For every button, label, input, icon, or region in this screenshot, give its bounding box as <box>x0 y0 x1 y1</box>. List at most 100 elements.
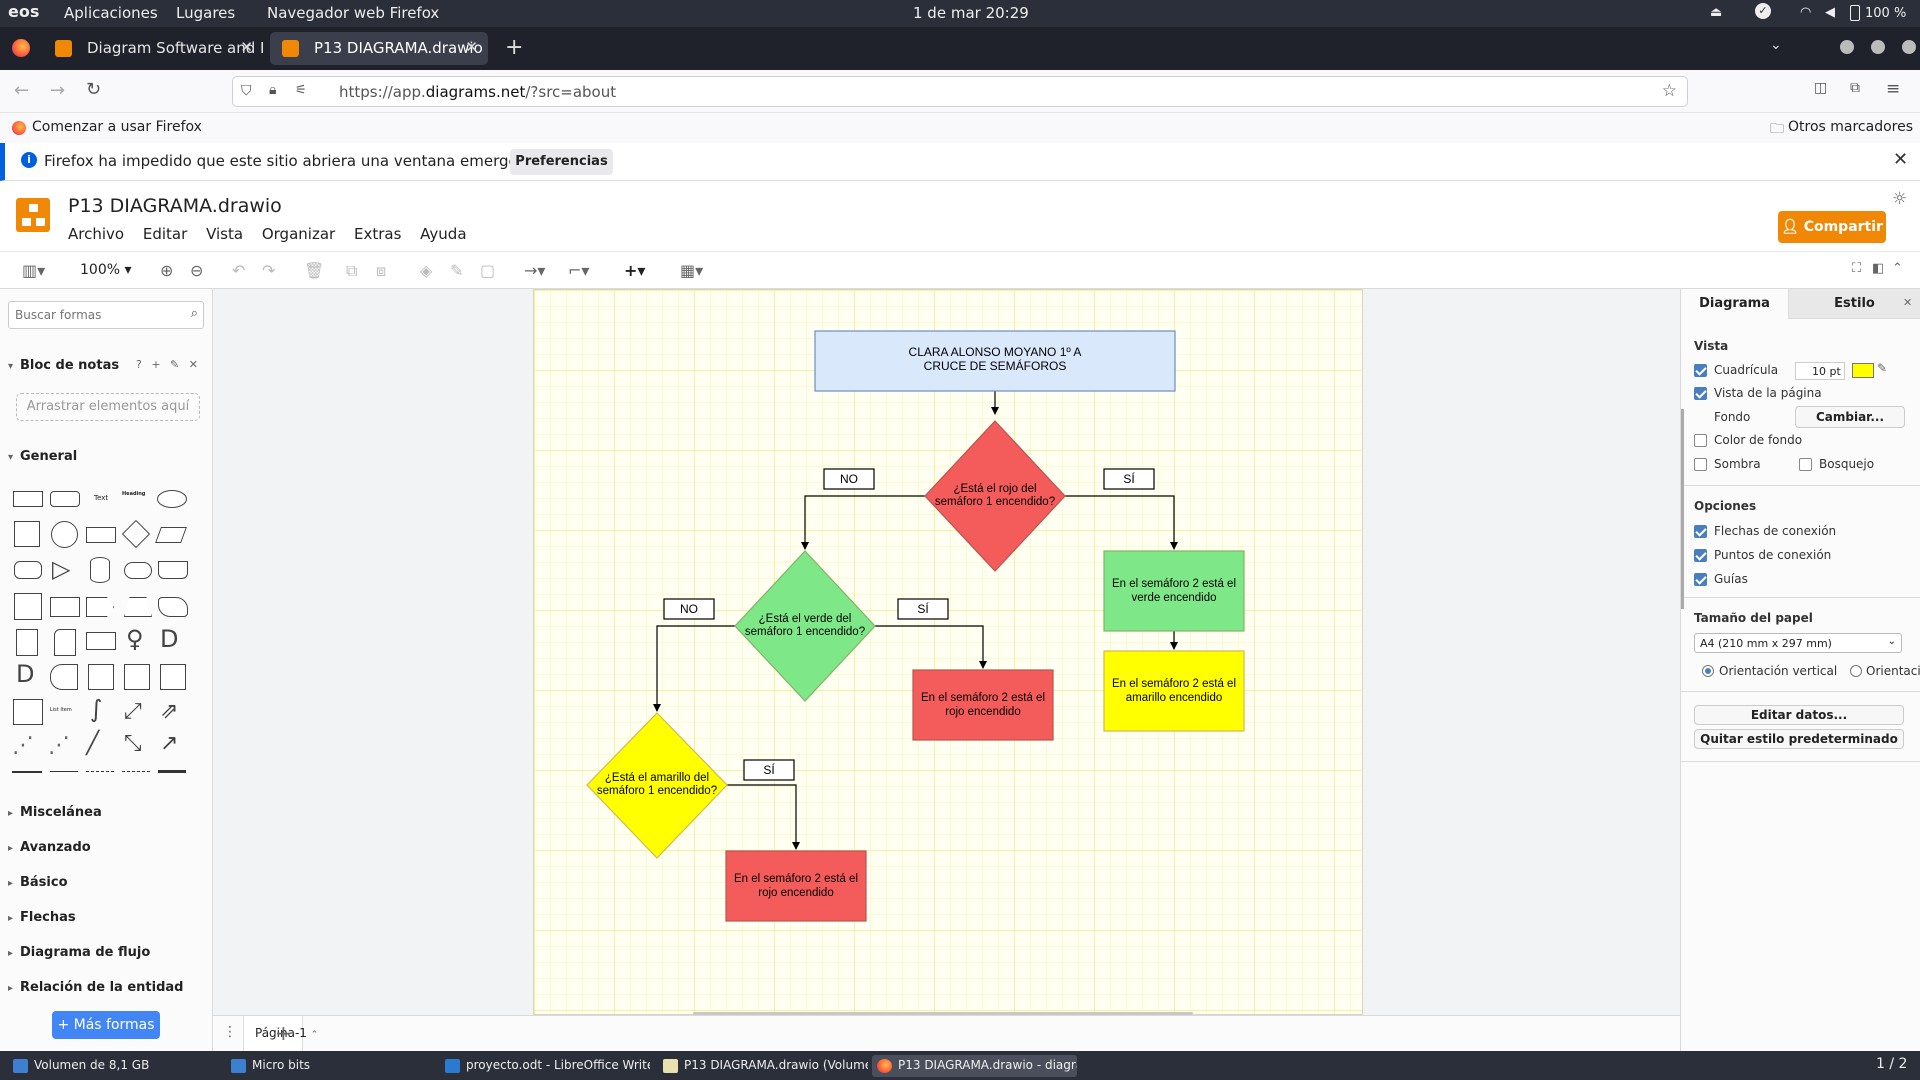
close-tab-icon[interactable]: ✕ <box>240 38 253 56</box>
shadow-icon[interactable]: ▢ <box>480 261 496 280</box>
list-item-shape[interactable]: List Item <box>50 707 72 713</box>
step-shape[interactable] <box>86 597 114 617</box>
vertical-container-shape[interactable] <box>160 664 186 690</box>
landscape-radio[interactable] <box>1850 665 1862 677</box>
grid-size-input[interactable]: 10 pt <box>1795 362 1845 380</box>
sketch-checkbox[interactable] <box>1799 458 1812 471</box>
tab-diagram-software[interactable]: Diagram Software and Fl ✕ <box>43 32 263 65</box>
triangle-shape[interactable]: ▷ <box>52 555 71 583</box>
to-front-icon[interactable]: ⧉ <box>346 261 358 280</box>
extensions-icon[interactable]: ⧉ <box>1850 80 1860 96</box>
connector-q3-si[interactable] <box>727 784 800 850</box>
decision-red-light[interactable]: ¿Está el rojo del semáforo 1 encendido? <box>924 420 1066 572</box>
menu-firefox[interactable]: Navegador web Firefox <box>267 4 440 22</box>
back-icon[interactable]: ← <box>14 80 30 101</box>
ellipse-shape[interactable] <box>157 490 187 508</box>
firefox-icon[interactable] <box>12 39 30 57</box>
or-shape[interactable]: D <box>160 625 179 653</box>
task-drawio-file[interactable]: P13 DIAGRAMA.drawio (Volumen ... <box>658 1055 868 1077</box>
section-avanzado[interactable]: ▸Avanzado <box>8 840 91 855</box>
workspace-pager[interactable]: 1 / 2 <box>1876 1056 1908 1072</box>
parallelogram-shape[interactable] <box>155 527 187 543</box>
menu-organizar[interactable]: Organizar <box>261 225 336 243</box>
horizontal-scrollbar[interactable] <box>693 1012 1193 1015</box>
connection-arrows-checkbox[interactable] <box>1694 525 1707 538</box>
eyedropper-icon[interactable]: ✎ <box>1877 361 1888 375</box>
connector-q2-si[interactable] <box>875 625 987 669</box>
format-toggle-icon[interactable]: ◧ <box>1872 261 1885 276</box>
format-panel-toggle-icon[interactable]: ▥▾ <box>22 261 46 280</box>
edge-label-no-1[interactable]: NO <box>823 468 875 490</box>
delete-icon[interactable]: 🗑︎ <box>304 261 325 280</box>
lock-icon[interactable]: 🔒︎ <box>269 82 277 98</box>
dashed-line-shape[interactable]: ⋰ <box>12 733 34 758</box>
waypoints-icon[interactable]: ⌐▾ <box>568 261 590 280</box>
task-microbits[interactable]: Micro bits <box>226 1055 436 1077</box>
close-window-icon[interactable] <box>1902 40 1916 54</box>
bidirectional-connector-shape[interactable]: ⤡ <box>124 731 142 756</box>
diamond-shape[interactable] <box>121 519 151 549</box>
edge-label-si-3[interactable]: SÍ <box>743 759 795 781</box>
edge-label-si-1[interactable]: SÍ <box>1103 468 1155 490</box>
card-shape[interactable] <box>54 629 76 656</box>
permissions-icon[interactable]: ⚟ <box>295 83 307 98</box>
note-shape[interactable] <box>16 629 38 656</box>
actor-shape[interactable]: ♀ <box>126 625 144 653</box>
zoom-out-icon[interactable]: ⊖ <box>190 261 204 280</box>
fill-color-icon[interactable]: ◈ <box>420 261 433 280</box>
tab-list-chevron-icon[interactable]: ⌄ <box>1770 37 1782 53</box>
dashed-arrow-link-shape[interactable] <box>122 771 150 772</box>
cylinder-shape[interactable] <box>90 557 110 583</box>
task-volume[interactable]: Volumen de 8,1 GB <box>8 1055 218 1077</box>
url-text[interactable]: https://app.diagrams.net/?src=about <box>339 83 617 101</box>
tape-shape[interactable] <box>158 597 188 617</box>
task-firefox[interactable]: P13 DIAGRAMA.drawio - diagram... <box>872 1055 1077 1077</box>
drawing-canvas[interactable]: CLARA ALONSO MOYANO 1º A CRUCE DE SEMÁFO… <box>213 289 1680 1015</box>
wifi-icon[interactable]: ◠ <box>1800 5 1812 20</box>
preferences-button[interactable]: Preferencias <box>510 149 613 175</box>
pocket-icon[interactable]: ◫ <box>1814 80 1828 96</box>
minimize-window-icon[interactable] <box>1840 40 1854 54</box>
task-writer[interactable]: proyecto.odt - LibreOffice Writer <box>440 1055 650 1077</box>
shape-search-box[interactable]: ⌕ <box>8 301 204 329</box>
section-basico[interactable]: ▸Básico <box>8 875 68 890</box>
internal-storage-shape[interactable] <box>14 593 42 620</box>
and-shape[interactable]: D <box>16 660 35 688</box>
curve-shape[interactable]: ∫ <box>90 695 103 723</box>
connector-q1-si[interactable] <box>1065 495 1178 550</box>
cloud-shape[interactable] <box>124 562 152 579</box>
bold-link-shape[interactable] <box>158 770 186 773</box>
hexagon-shape[interactable] <box>14 561 42 579</box>
arrow-shape[interactable]: ⇗ <box>160 699 179 724</box>
share-button[interactable]: 👤︎ Compartir <box>1778 211 1886 243</box>
connector-q2-no[interactable] <box>653 625 735 712</box>
volume-icon[interactable]: ◀ <box>1825 5 1835 20</box>
callout-shape[interactable] <box>86 632 116 650</box>
insert-icon[interactable]: +▾ <box>624 261 646 280</box>
close-tab-icon[interactable]: ✕ <box>465 38 478 56</box>
result-green-on[interactable]: En el semáforo 2 está el verde encendido <box>1103 550 1245 632</box>
table-icon[interactable]: ▦▾ <box>680 261 704 280</box>
shadow-checkbox[interactable] <box>1694 458 1707 471</box>
clock[interactable]: 1 de mar 20:29 <box>913 4 1029 22</box>
section-relacion-entidad[interactable]: ▸Relación de la entidad <box>8 980 184 995</box>
tab-diagram[interactable]: Diagrama <box>1681 289 1788 319</box>
bg-color-checkbox[interactable] <box>1694 434 1707 447</box>
document-title[interactable]: P13 DIAGRAMA.drawio <box>68 195 282 217</box>
diagram-page[interactable]: CLARA ALONSO MOYANO 1º A CRUCE DE SEMÁFO… <box>533 289 1363 1015</box>
dashed-link-shape[interactable] <box>86 771 114 772</box>
close-notification-icon[interactable]: ✕ <box>1893 149 1909 170</box>
title-box[interactable]: CLARA ALONSO MOYANO 1º A CRUCE DE SEMÁFO… <box>814 330 1176 392</box>
close-panel-icon[interactable]: ✕ <box>1903 296 1913 309</box>
forward-icon[interactable]: → <box>50 80 66 101</box>
panel-resize-handle[interactable] <box>1681 409 1684 609</box>
menu-extras[interactable]: Extras <box>353 225 402 243</box>
decision-green-light[interactable]: ¿Está el verde del semáforo 1 encendido? <box>734 550 876 702</box>
menu-ayuda[interactable]: Ayuda <box>420 225 467 243</box>
scratchpad-header[interactable]: ▾Bloc de notas <box>8 358 120 373</box>
general-section-header[interactable]: ▾General <box>8 449 78 464</box>
grid-color-swatch[interactable] <box>1852 363 1874 378</box>
decision-amber-light[interactable]: ¿Está el amarillo del semáforo 1 encendi… <box>586 712 728 859</box>
document-shape[interactable] <box>158 561 188 579</box>
reload-icon[interactable]: ↻ <box>86 79 102 100</box>
